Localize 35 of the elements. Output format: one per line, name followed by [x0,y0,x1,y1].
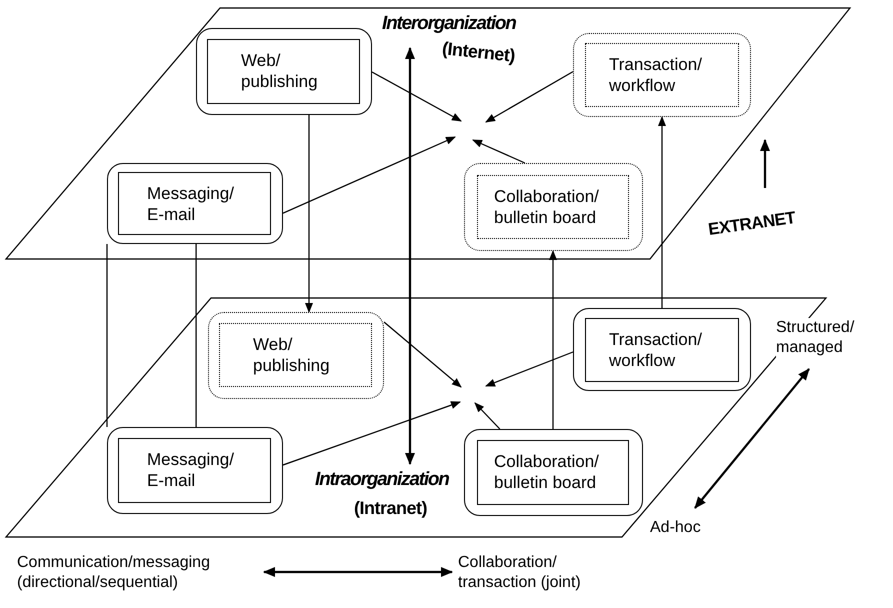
arrow [282,136,456,214]
arrow [485,71,574,123]
node-label: Web/ publishing [253,334,331,376]
node-label: Transaction/ workflow [609,54,703,96]
process-box [107,427,283,514]
node-label: Web/ publishing [241,50,319,92]
arrow [485,351,574,387]
process-box [573,308,751,391]
node-label: Messaging/ E-mail [147,183,235,225]
node-label: Messaging/ E-mail [147,449,235,491]
node-label: Transaction/ workflow [609,329,703,371]
arrow [549,250,557,429]
arrow [474,402,500,430]
node-label: Collaboration/ bulletin board [494,451,600,493]
arrow [372,71,462,122]
axis-label: (Internet) [441,38,516,66]
arrow [384,322,462,388]
arrow [658,116,666,308]
process-box [573,33,751,117]
process-box [464,429,643,516]
process-box [208,312,384,399]
axis-label: EXTRANET [707,208,797,240]
axis-label: (Intranet) [354,498,427,518]
arrow [305,115,313,313]
axis-label: Collaboration/ transaction (joint) [458,553,582,593]
process-box [464,163,643,251]
connector-line [106,243,197,428]
axis-label: Interorganization [382,14,516,34]
axis-label: Communication/messaging (directional/sequential) [17,553,211,593]
arrow [472,139,526,164]
node-label: Collaboration/ bulletin board [494,186,600,228]
process-box [196,28,372,115]
arrow [282,401,461,466]
process-box [107,163,283,244]
axis-label: Intraorganization [315,470,449,490]
